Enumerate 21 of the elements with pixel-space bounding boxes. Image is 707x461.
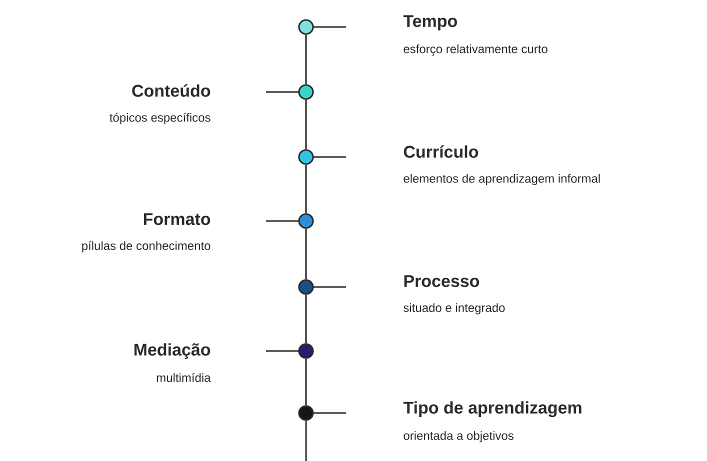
timeline-line (305, 34, 307, 84)
timeline-dot (298, 405, 314, 421)
timeline-entry: Processo situado e integrado (404, 275, 505, 314)
timeline-entry: Mediação multimídia (134, 343, 211, 382)
timeline-line (305, 100, 307, 150)
timeline-entry: Tempo esforço relativamente curto (403, 15, 548, 56)
timeline-line (305, 358, 307, 406)
timeline-line (305, 164, 307, 214)
timeline-dot (298, 19, 314, 35)
timeline-entry: Tipo de aprendizagem orientada a objetivos (403, 401, 582, 442)
timeline-line (305, 420, 307, 461)
timeline-line (305, 228, 307, 280)
timeline-dot (298, 279, 314, 295)
timeline-line (305, 294, 307, 344)
timeline-dot (298, 84, 314, 100)
timeline-dot (298, 213, 314, 229)
timeline-entry: Conteúdo tópicos específicos (110, 84, 210, 124)
timeline-entry: Currículo elementos de aprendizagem informal (404, 145, 600, 186)
timeline-entry: Formato pílulas de conhecimento (82, 213, 210, 252)
timeline-dot (298, 149, 314, 165)
timeline-dot (298, 343, 314, 359)
